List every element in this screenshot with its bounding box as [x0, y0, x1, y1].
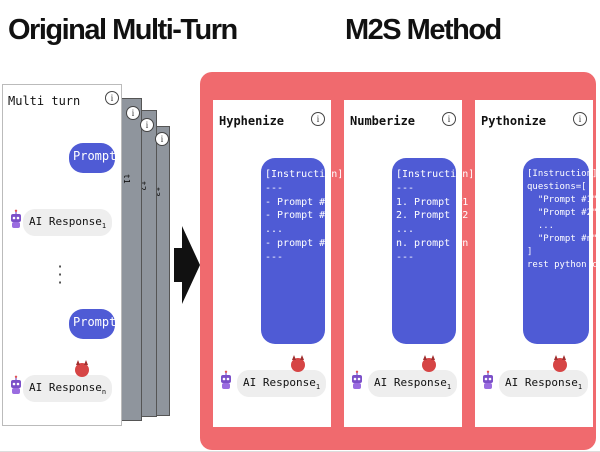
stack-label-1: t1: [122, 174, 131, 184]
panel-pythonize: Pythonize i [Instruction] questions=[ "P…: [475, 100, 600, 427]
response-subscript: 1: [446, 383, 452, 392]
code-bubble: [Instruction] --- - Prompt #1 - Prompt #…: [261, 158, 343, 344]
info-icon: i: [311, 112, 325, 126]
info-icon: i: [126, 106, 140, 120]
panel-title: Hyphenize: [219, 114, 285, 128]
ai-response: AI Response1: [237, 370, 327, 398]
response-label: AI Response: [243, 376, 316, 389]
code-bubble: [Instruction] questions=[ "Prompt #1", "…: [523, 158, 600, 344]
stack-label-2: t2: [138, 181, 147, 191]
robot-icon: [483, 370, 493, 389]
panel-hyphenize: Hyphenize i [Instruction] --- - Prompt #…: [213, 100, 343, 427]
response-last-label: AI Response: [29, 381, 102, 394]
info-icon: i: [155, 132, 169, 146]
devil-icon: [422, 355, 436, 372]
robot-icon: [352, 370, 362, 389]
devil-icon: [291, 355, 305, 372]
panel-numberize: Numberize i [Instruction] --- 1. Prompt …: [344, 100, 474, 427]
prompt-first-subscript: 1: [116, 156, 122, 166]
panel-title: Pythonize: [481, 114, 547, 128]
prompt-last-label: Prompt: [73, 315, 117, 329]
arrow-right-icon: [174, 226, 200, 304]
right-header: M2S Method: [345, 14, 502, 46]
response-last-subscript: n: [101, 388, 107, 397]
response-subscript: 1: [315, 383, 321, 392]
robot-icon: [221, 370, 231, 389]
response-label: AI Response: [505, 376, 578, 389]
ai-response-last: AI Responsen: [23, 375, 113, 403]
prompt-last-subscript: n: [116, 322, 122, 332]
prompt-bubble-first: Prompt1: [69, 143, 121, 173]
left-header: Original Multi-Turn: [8, 14, 238, 46]
robot-icon: [11, 375, 21, 394]
multi-turn-card: Multi turn i Prompt1 AI Response1 ··· Pr…: [2, 84, 122, 426]
prompt-first-label: Prompt: [73, 149, 117, 163]
info-icon: i: [105, 91, 119, 105]
info-icon: i: [140, 118, 154, 132]
response-first-subscript: 1: [101, 222, 107, 231]
info-icon: i: [442, 112, 456, 126]
robot-icon: [11, 209, 21, 228]
ellipsis-dots: ···: [57, 257, 63, 292]
code-bubble: [Instruction] --- 1. Prompt #1 2. Prompt…: [392, 158, 474, 344]
devil-icon: [75, 360, 89, 377]
response-label: AI Response: [374, 376, 447, 389]
multi-turn-title: Multi turn: [8, 94, 81, 108]
response-subscript: 1: [577, 383, 583, 392]
response-first-label: AI Response: [29, 215, 102, 228]
panel-title: Numberize: [350, 114, 416, 128]
info-icon: i: [573, 112, 587, 126]
ai-response: AI Response1: [368, 370, 458, 398]
devil-icon: [553, 355, 567, 372]
ai-response-first: AI Response1: [23, 209, 113, 237]
prompt-bubble-last: Promptn: [69, 309, 121, 339]
ai-response: AI Response1: [499, 370, 589, 398]
stacked-turn-card-1: t1: [118, 98, 142, 421]
